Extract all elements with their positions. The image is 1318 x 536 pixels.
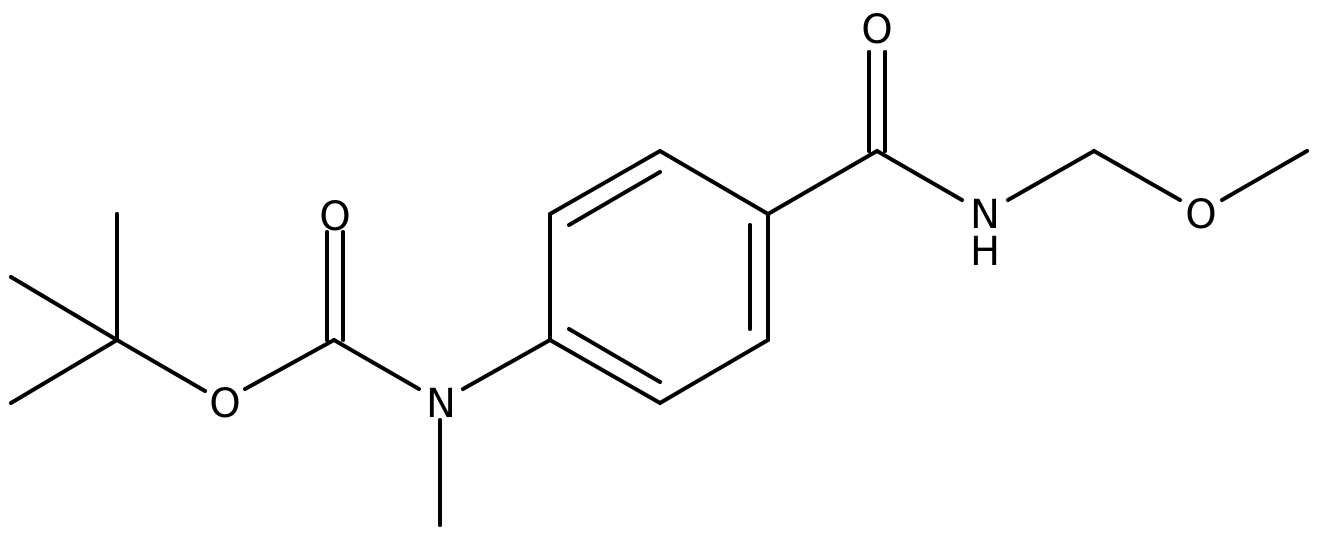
bond-carbonyl-to-n [332,338,421,391]
bond-ring-to-amide-c [766,149,879,216]
bond-amide-c-to-n [875,149,964,202]
bond-ring-6-inner [567,327,662,384]
bond-ring-5 [658,338,770,405]
bond-n-to-ring [461,338,552,391]
bond-ch2-to-o [1092,149,1182,202]
atom-amide-h: H [970,229,1000,275]
atom-ester-o: O [209,381,240,427]
bond-ester-o-to-carbonyl [243,338,336,391]
atom-ether-o: O [1185,192,1216,238]
atom-amine-n: N [426,381,456,427]
bond-tbu-methyl-left-up [9,275,119,342]
bond-ring-6 [548,338,662,405]
bond-n-to-ch2 [1006,149,1096,202]
atom-amide-n: N [970,192,1000,238]
bond-ring-2-inner [567,170,662,227]
bond-o-to-methyl [1220,149,1309,202]
bond-tbu-to-ester-o [115,338,207,393]
bond-tbu-methyl-left-down [9,338,119,405]
bond-ring-3 [658,149,770,216]
atom-carbonyl-o-left: O [319,194,350,240]
bond-ring-2 [548,149,662,216]
atom-carbonyl-o-right: O [861,7,892,53]
